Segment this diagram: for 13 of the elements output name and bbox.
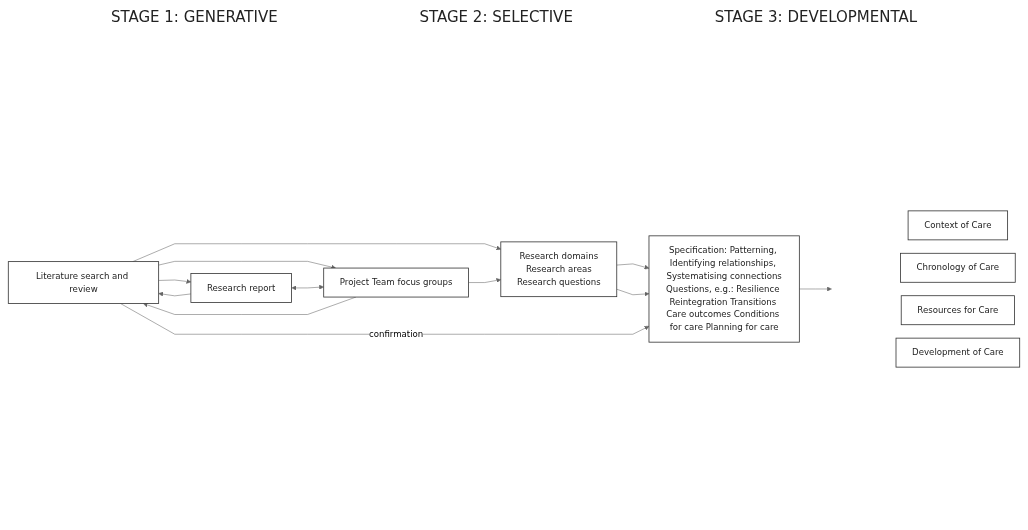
node-box: Research domains Research areas Research questions: [500, 241, 618, 298]
node-box: Resources for Care: [900, 295, 1015, 326]
stage-heading: STAGE 3: DEVELOPMENTAL: [714, 8, 918, 28]
stage-heading: STAGE 1: GENERATIVE: [110, 8, 278, 28]
stage-heading: STAGE 2: SELECTIVE: [419, 8, 573, 28]
edge-label: confirmation: [368, 328, 424, 340]
node-box: Research report: [190, 273, 292, 303]
node-box: Specification: Patterning, Identifying relationships, Systematising connections Questions, e.g.: Resilience Reintegration Transitions Care outcomes Conditions for care Planning for care: [648, 235, 800, 343]
node-box: Chronology of Care: [900, 252, 1016, 283]
node-box: Project Team focus groups: [323, 267, 469, 298]
node-box: Context of Care: [907, 210, 1008, 241]
node-box: Development of Care: [895, 337, 1021, 368]
node-box: Literature search and review: [7, 261, 160, 304]
